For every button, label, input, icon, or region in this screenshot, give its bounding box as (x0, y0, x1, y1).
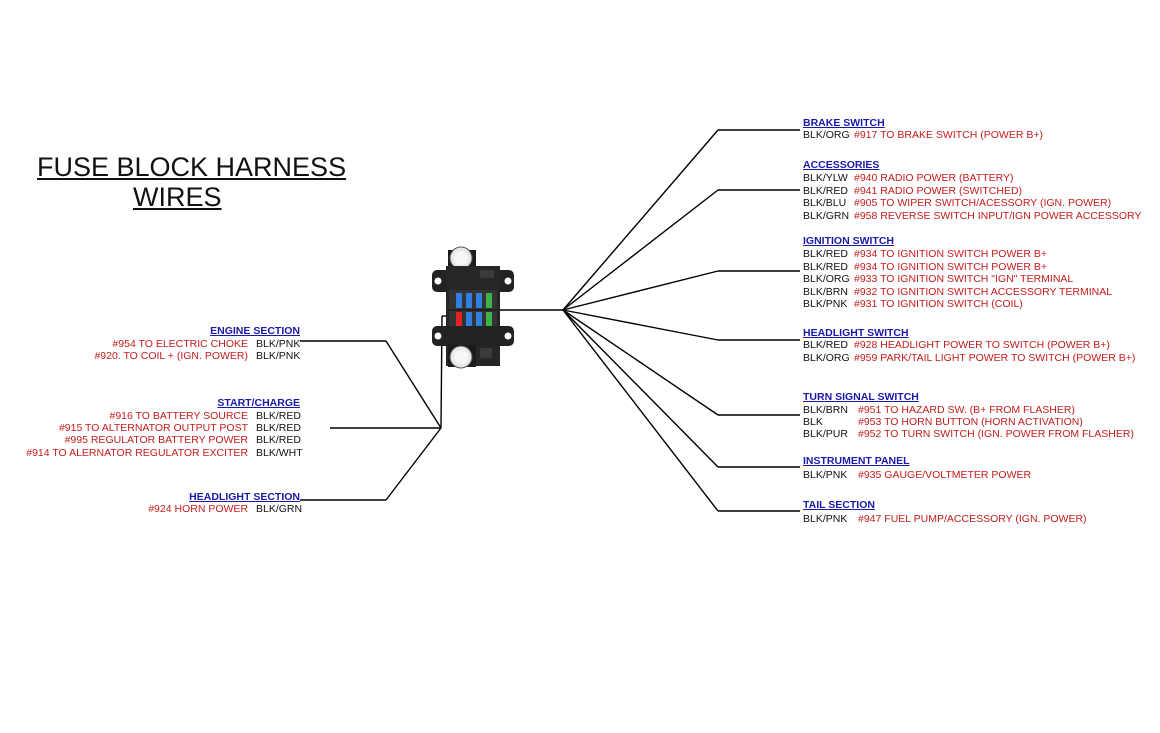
wire-description: #935 GAUGE/VOLTMETER POWER (858, 469, 1032, 481)
wire-description: #959 PARK/TAIL LIGHT POWER TO SWITCH (PO… (854, 352, 1136, 364)
section-heading-engine: ENGINE SECTION (210, 325, 300, 337)
wire-color-code: BLK (803, 416, 823, 428)
wire-description: #954 TO ELECTRIC CHOKE (112, 338, 248, 350)
wire-row: BLK/YLW #940 RADIO POWER (BATTERY) (803, 172, 1013, 184)
section-heading-turn-signal-switch: TURN SIGNAL SWITCH (803, 391, 919, 403)
wire-row: BLK/RED #928 HEADLIGHT POWER TO SWITCH (… (803, 339, 1110, 351)
wire-row: BLK/BRN #932 TO IGNITION SWITCH ACCESSOR… (803, 286, 1112, 298)
wire-description: #905 TO WIPER SWITCH/ACESSORY (IGN. POWE… (854, 197, 1112, 209)
wire-color-code: BLK/RED (803, 339, 848, 351)
wire-line (562, 309, 719, 341)
wire-description: #924 HORN POWER (148, 503, 248, 515)
wire-color-code: BLK/GRN (256, 503, 303, 515)
wire-description: #951 TO HAZARD SW. (B+ FROM FLASHER) (858, 404, 1075, 416)
section-heading-ignition-switch: IGNITION SWITCH (803, 235, 894, 247)
fuse-icon (486, 312, 492, 327)
fuse-icon (466, 293, 472, 308)
wire-row: BLK #953 TO HORN BUTTON (HORN ACTIVATION… (803, 416, 1083, 428)
diagram-title-line2: WIRES (133, 182, 222, 212)
wire-color-code: BLK/RED (256, 422, 301, 434)
wire-row: BLK/BRN #951 TO HAZARD SW. (B+ FROM FLAS… (803, 404, 1075, 416)
wire-row: BLK/BLU #905 TO WIPER SWITCH/ACESSORY (I… (803, 197, 1111, 209)
wire-description: #940 RADIO POWER (BATTERY) (854, 172, 1014, 184)
section-heading-brake-switch: BRAKE SWITCH (803, 117, 885, 129)
wire-color-code: BLK/BRN (803, 286, 848, 298)
wire-color-code: BLK/BRN (803, 404, 848, 416)
wire-color-code: BLK/ORG (803, 352, 850, 364)
wire-color-code: BLK/PNK (256, 338, 301, 350)
wire-description: #941 RADIO POWER (SWITCHED) (854, 185, 1023, 197)
wire-line (562, 309, 719, 468)
wire-row: BLK/GRN #958 REVERSE SWITCH INPUT/IGN PO… (803, 210, 1141, 222)
wire-color-code: BLK/RED (256, 410, 301, 422)
fuse-icon (476, 293, 482, 308)
wire-description: #933 TO IGNITION SWITCH "IGN" TERMINAL (854, 273, 1074, 285)
wire-description: #947 FUEL PUMP/ACCESSORY (IGN. POWER) (858, 513, 1087, 525)
wire-row: BLK/PNK #931 TO IGNITION SWITCH (COIL) (803, 298, 1023, 310)
fuse-icon (476, 312, 482, 327)
fuse-block-icon (432, 246, 514, 369)
wire-color-code: BLK/GRN (803, 210, 850, 222)
section-heading-headlight: HEADLIGHT SECTION (189, 491, 300, 503)
wire-row: BLK/PNK #935 GAUGE/VOLTMETER POWER (803, 469, 1031, 481)
wire-row: BLK/PNK #947 FUEL PUMP/ACCESSORY (IGN. P… (803, 513, 1087, 525)
wire-color-code: BLK/PNK (803, 513, 848, 525)
section-heading-headlight-switch: HEADLIGHT SWITCH (803, 327, 909, 339)
diagram-title: FUSE BLOCK HARNESS (37, 152, 347, 182)
wire-color-code: BLK/BLU (803, 197, 847, 209)
fuse-icon (456, 312, 462, 327)
wire-color-code: BLK/YLW (803, 172, 848, 184)
wire-line (562, 309, 719, 512)
wire-line (562, 189, 719, 311)
wire-description: #934 TO IGNITION SWITCH POWER B+ (854, 248, 1048, 260)
wire-description: #934 TO IGNITION SWITCH POWER B+ (854, 261, 1048, 273)
wire-description: #928 HEADLIGHT POWER TO SWITCH (POWER B+… (854, 339, 1110, 351)
wire-line (562, 270, 719, 311)
wire-row: BLK/ORG #917 TO BRAKE SWITCH (POWER B+) (803, 129, 1043, 141)
wire-line (562, 129, 719, 311)
wire-description: #920. TO COIL + (IGN. POWER) (94, 350, 248, 362)
wire-description: #931 TO IGNITION SWITCH (COIL) (854, 298, 1023, 310)
wire-line (385, 427, 442, 501)
wire-description: #953 TO HORN BUTTON (HORN ACTIVATION) (858, 416, 1083, 428)
wire-description: #958 REVERSE SWITCH INPUT/IGN POWER ACCE… (854, 210, 1142, 222)
wire-description: #916 TO BATTERY SOURCE (109, 410, 249, 422)
wire-color-code: BLK/PNK (803, 469, 848, 481)
wire-color-code: BLK/RED (803, 185, 848, 197)
section-heading-start-charge: START/CHARGE (217, 397, 300, 409)
wire-row: BLK/ORG #959 PARK/TAIL LIGHT POWER TO SW… (803, 352, 1135, 364)
wire-color-code: BLK/PNK (256, 350, 301, 362)
wire-line (562, 309, 719, 416)
wire-row: BLK/RED #941 RADIO POWER (SWITCHED) (803, 185, 1022, 197)
wire-color-code: BLK/RED (803, 248, 848, 260)
wire-description: #995 REGULATOR BATTERY POWER (64, 434, 248, 446)
section-heading-accessories: ACCESSORIES (803, 159, 880, 171)
wire-color-code: BLK/ORG (803, 129, 850, 141)
wire-description: #932 TO IGNITION SWITCH ACCESSORY TERMIN… (854, 286, 1113, 298)
wire-row: BLK/RED #934 TO IGNITION SWITCH POWER B+ (803, 248, 1047, 260)
wire-row: BLK/RED #934 TO IGNITION SWITCH POWER B+ (803, 261, 1047, 273)
section-heading-instrument-panel: INSTRUMENT PANEL (803, 455, 910, 467)
wire-color-code: BLK/WHT (256, 447, 303, 459)
wire-color-code: BLK/PUR (803, 428, 848, 440)
wire-color-code: BLK/RED (803, 261, 848, 273)
wire-color-code: BLK/ORG (803, 273, 850, 285)
fuse-icon (466, 312, 472, 327)
wire-color-code: BLK/RED (256, 434, 301, 446)
wire-description: #915 TO ALTERNATOR OUTPUT POST (58, 422, 248, 434)
wire-description: #914 TO ALERNATOR REGULATOR EXCITER (26, 447, 248, 459)
fuse-icon (456, 293, 462, 308)
section-heading-tail-section: TAIL SECTION (803, 499, 875, 511)
wire-row: BLK/ORG #933 TO IGNITION SWITCH "IGN" TE… (803, 273, 1073, 285)
fuse-icon (486, 293, 492, 308)
wire-line (385, 340, 442, 429)
wire-row: BLK/PUR #952 TO TURN SWITCH (IGN. POWER … (803, 428, 1134, 440)
wire-description: #952 TO TURN SWITCH (IGN. POWER FROM FLA… (858, 428, 1134, 440)
wire-description: #917 TO BRAKE SWITCH (POWER B+) (854, 129, 1043, 141)
wire-color-code: BLK/PNK (803, 298, 848, 310)
